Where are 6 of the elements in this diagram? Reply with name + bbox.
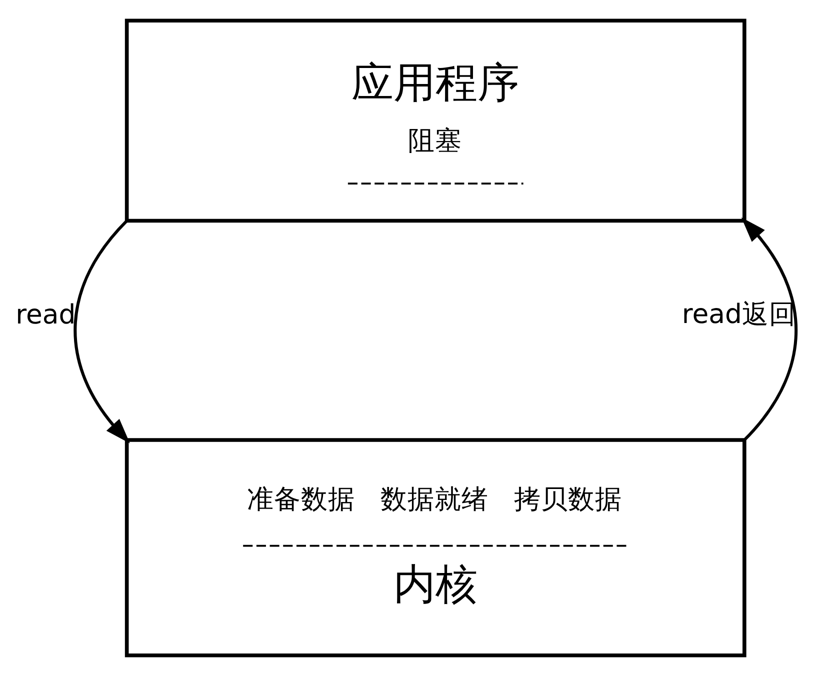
arrow <box>74 220 130 444</box>
edge-label: read返回 <box>682 298 796 330</box>
edge-label: read <box>16 299 76 330</box>
arrow <box>741 217 798 441</box>
node-box: 准备数据 数据就绪 拷贝数据 内核 <box>124 438 746 658</box>
node-box: 应用程序 阻塞 <box>124 18 746 223</box>
